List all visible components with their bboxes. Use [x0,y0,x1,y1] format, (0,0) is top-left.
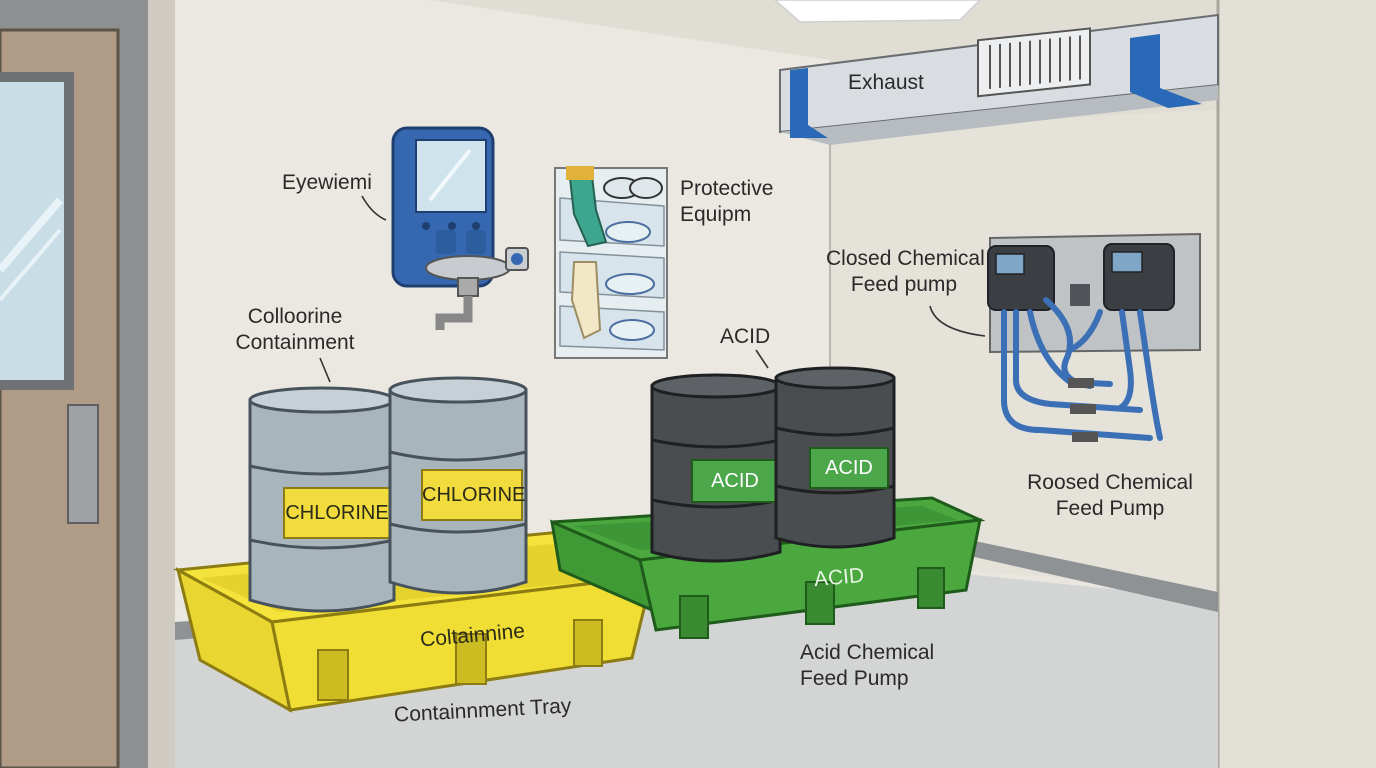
chlorine-drum-right [388,376,528,595]
ppe-rack [554,166,668,359]
exhaust-label: Exhaust [848,71,924,94]
duct-bracket-right [1130,34,1202,108]
roosed-chemical-feed-pump-label-line1: Roosed Chemical [1027,471,1193,494]
baseboard-right [970,540,1218,612]
chlorine-containment-label-line2: Containment [235,331,355,354]
pump-panel [987,232,1201,442]
leader-lines [319,195,986,383]
acid-chemical-feed-pump-label-line1: Acid Chemical [800,641,935,664]
acid-drum-left [650,373,782,563]
acid-drum-right-label: ACID [825,457,873,479]
acid-chemical-feed-pump-label-line2: Feed Pump [800,667,909,690]
chlorine-drum-left [248,386,396,613]
acid-label: ACID [720,325,771,348]
chlorine-containment-label-line1: Colloorine [247,305,343,328]
ceiling-light [773,0,982,23]
duct-bracket-left [790,68,828,138]
acid-drum-right [774,366,896,549]
closed-chemical-feed-pump-label-line2: Feed pump [850,273,958,296]
green-tray-label: ACID [813,563,866,592]
chlorine-drum-right-label: CHLORINE [422,484,526,506]
protective-equipment-label-line1: Protective [680,177,774,200]
eyewash-station [391,126,529,330]
protective-equipment-label-line2: Equipm [680,203,752,226]
eyewash-label: Eyewiemi [282,171,372,194]
right-column [1218,0,1376,768]
acid-drum-left-label: ACID [711,470,759,492]
chlorine-drum-left-label: CHLORINE [285,502,389,524]
closed-chemical-feed-pump-label-line1: Closed Chemical [826,247,985,270]
exhaust-duct [779,13,1219,145]
exhaust-vent-grille [977,27,1091,98]
roosed-chemical-feed-pump-label-line2: Feed Pump [1055,497,1165,520]
door-handle [67,404,99,524]
